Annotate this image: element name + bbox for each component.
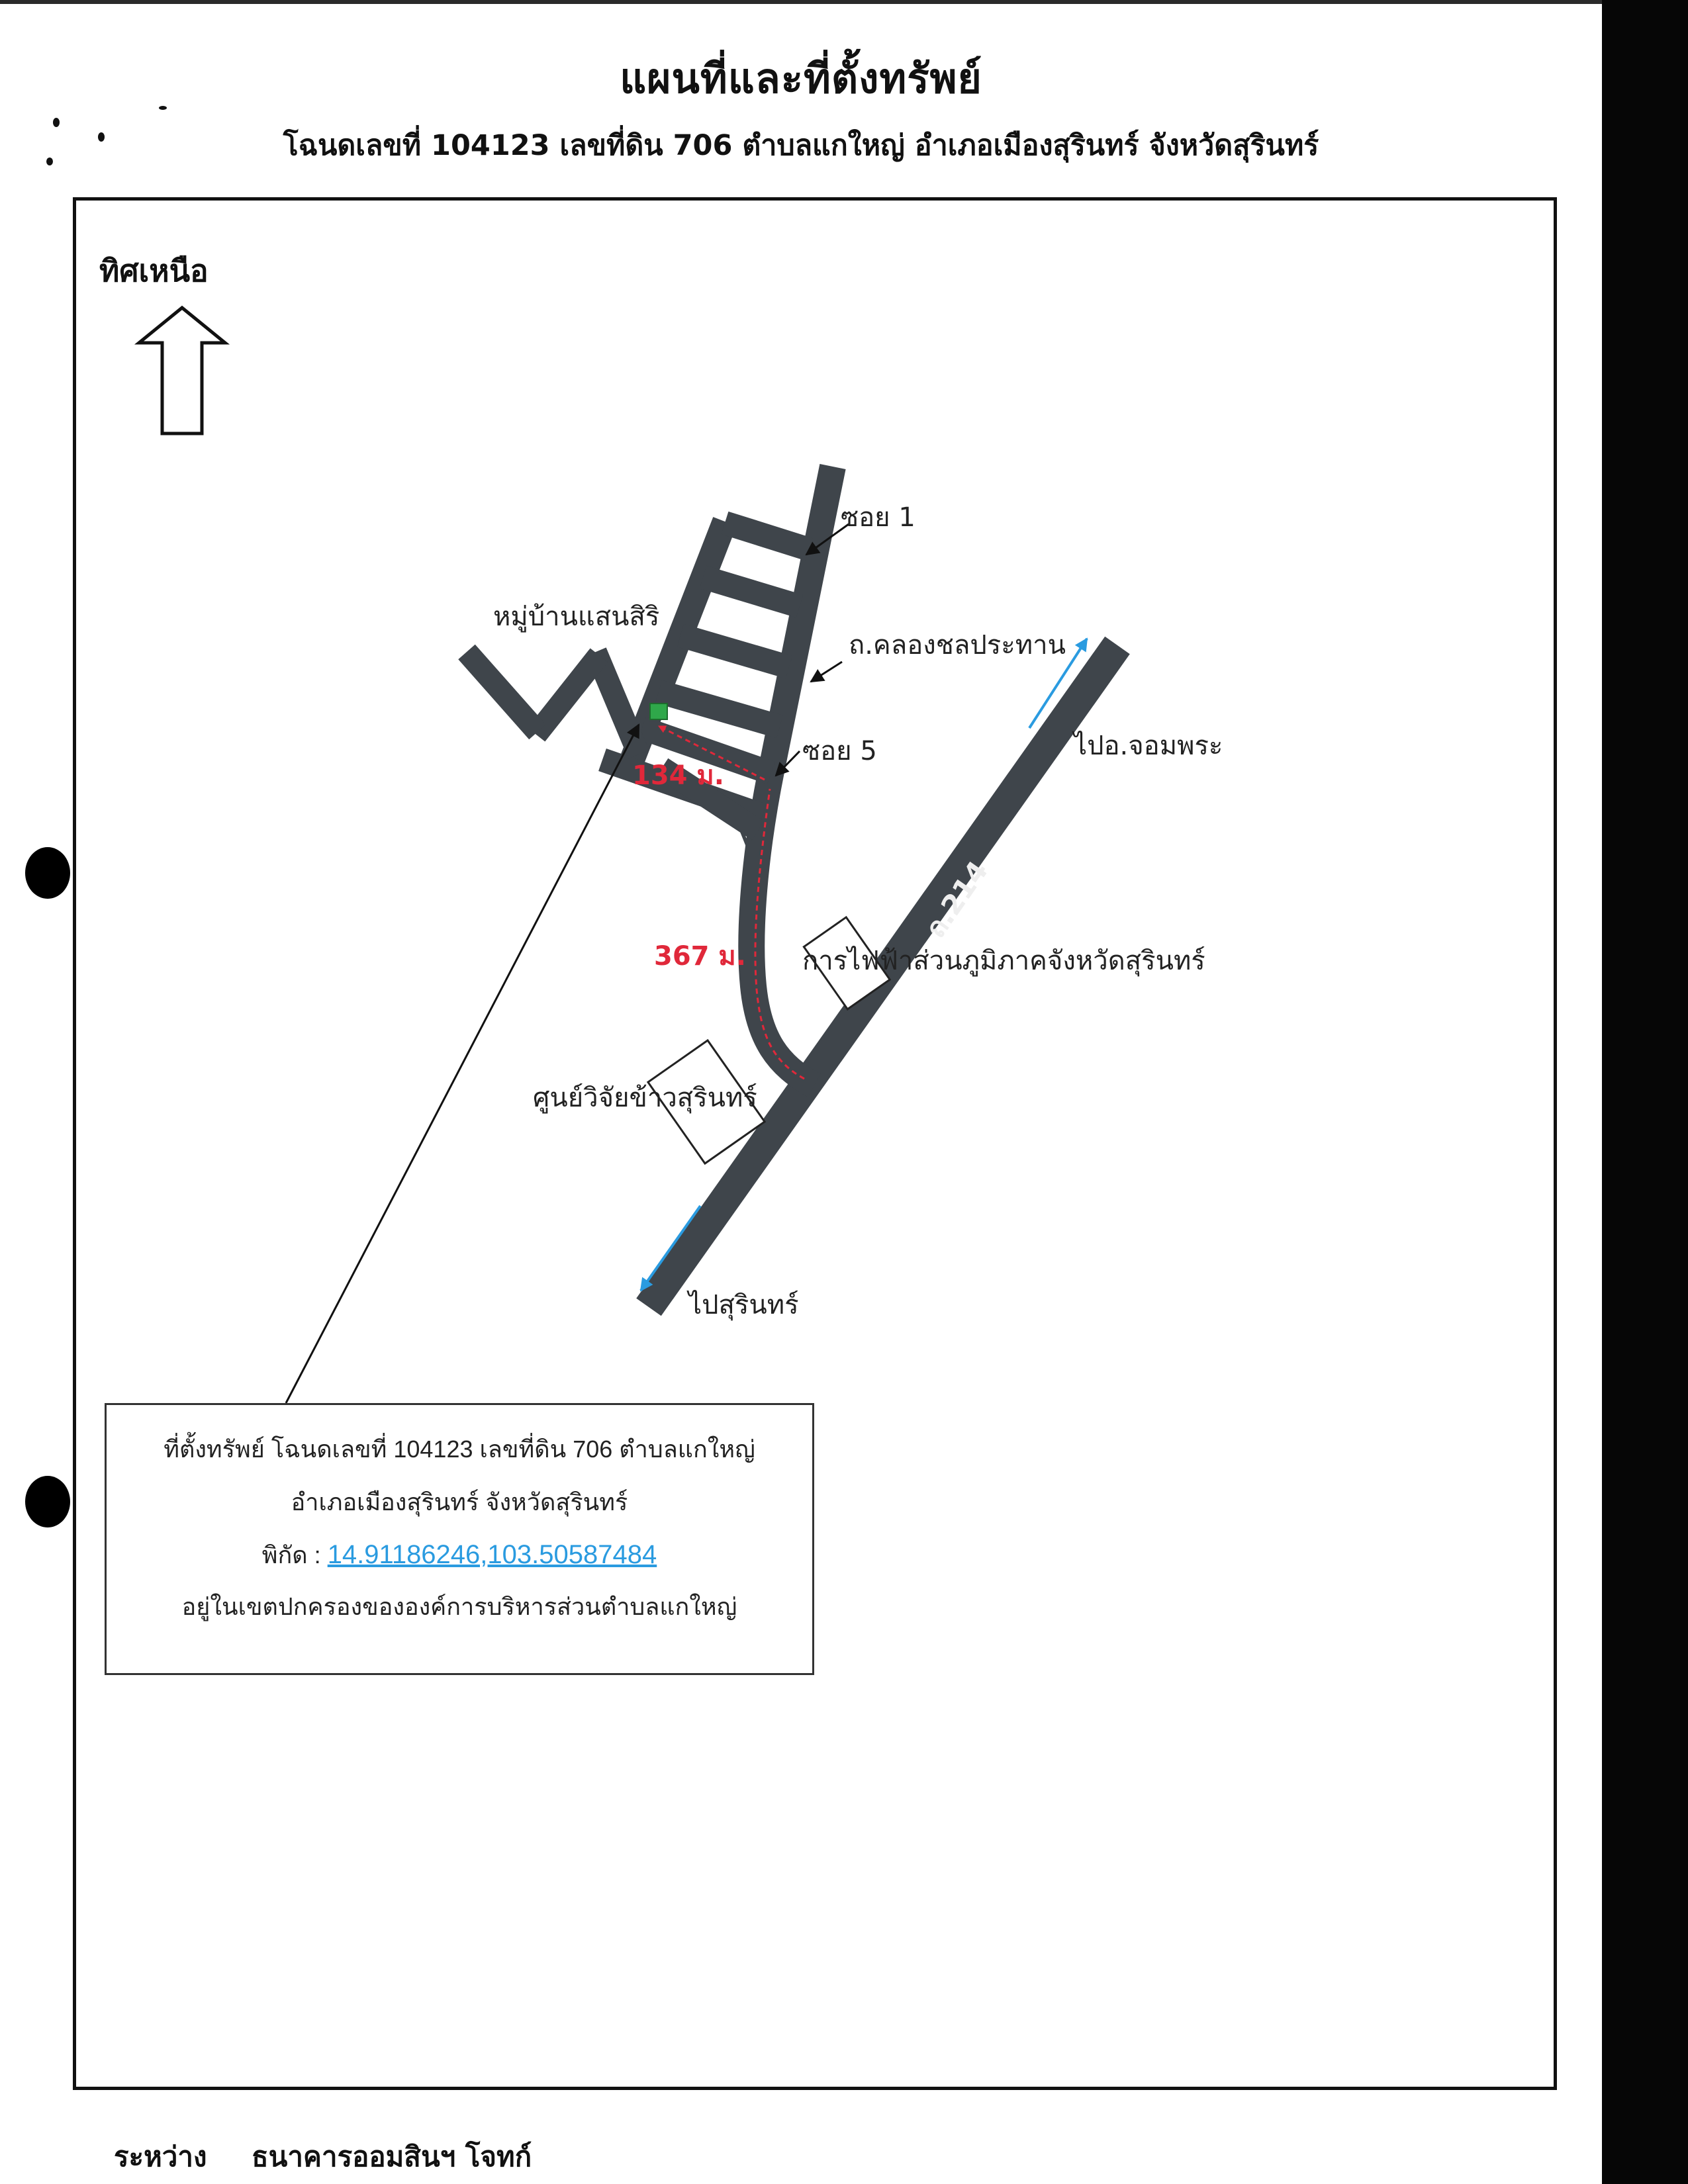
page-title: แผนที่และที่ตั้งทรัพย์ (620, 54, 982, 103)
info-district-line: อำเภอเมืองสุรินทร์ จังหวัดสุรินทร์ (291, 1488, 628, 1516)
scan-speck (53, 118, 60, 127)
soi-5-road (638, 717, 775, 784)
coordinate-label: พิกัด : (261, 1541, 328, 1569)
village-west-road (458, 644, 546, 740)
label-to-surin: ไปสุรินทร์ (686, 1290, 799, 1321)
soi-1-pointer (805, 523, 849, 556)
village-street (721, 511, 813, 561)
distance-short: 134 ม. (632, 760, 724, 791)
label-pea-office: การไฟฟ้าส่วนภูมิภาคจังหวัดสุรินทร์ (802, 946, 1205, 977)
village-bottom-road (655, 758, 765, 841)
village-street (699, 565, 804, 618)
pea-office-building (802, 915, 892, 1011)
village-street (655, 680, 784, 739)
direction-arrow-surin-icon (639, 1205, 702, 1292)
canal-road-pointer (810, 660, 843, 683)
scan-top-edge (0, 0, 1602, 4)
route-short (657, 725, 765, 781)
location-map: ทิศเหนือ ซอย 1 ซอย 5 หมู่บ้านแสนสิริ ถ.ค… (99, 253, 1223, 1404)
scan-speck (98, 132, 105, 142)
info-deed-line: ที่ตั้งทรัพย์ โฉนดเลขที่ 104123 เลขที่ดิ… (164, 1435, 755, 1463)
north-label: ทิศเหนือ (99, 253, 209, 289)
coordinate-link[interactable]: 14.91186246,103.50587484 (327, 1540, 657, 1569)
scan-speck (46, 158, 53, 165)
village-west-road (527, 648, 608, 742)
property-info-box: ที่ตั้งทรัพย์ โฉนดเลขที่ 104123 เลขที่ดิ… (105, 1403, 814, 1675)
scan-border-bar (1602, 0, 1688, 2184)
label-rice-research-center: ศูนย์วิจัยข้าวสุรินทร์ (533, 1083, 757, 1114)
soi-5-pointer (774, 750, 801, 777)
village-street (677, 623, 793, 679)
label-soi-5: ซอย 5 (802, 736, 877, 766)
label-to-chom-phra: ไปอ.จอมพระ (1072, 731, 1223, 761)
rice-research-center-building (646, 1038, 767, 1165)
map-frame (73, 197, 1557, 2090)
label-village: หมู่บ้านแสนสิริ (493, 602, 659, 632)
page-subtitle: โฉนดเลขที่ 104123 เลขที่ดิน 706 ตำบลแกให… (283, 129, 1319, 162)
info-jurisdiction-line: อยู่ในเขตปกครองขององค์การบริหารส่วนตำบลแ… (181, 1593, 737, 1620)
route-long (754, 788, 805, 1080)
footer-label: ระหว่าง (114, 2140, 207, 2173)
distance-long: 367 ม. (654, 941, 746, 972)
label-soi-1: ซอย 1 (841, 502, 915, 533)
property-callout-line (285, 723, 640, 1404)
punch-hole (25, 1476, 70, 1527)
direction-arrow-chom-phra-icon (1028, 637, 1088, 729)
scan-speck (159, 106, 167, 110)
footer-parties: ธนาคารออมสินฯ โจทก์ (252, 2140, 532, 2173)
label-canal-road: ถ.คลองชลประทาน (849, 630, 1066, 660)
info-coordinate-line: พิกัด : 14.91186246,103.50587484 (107, 1536, 812, 1574)
punch-hole (25, 847, 70, 899)
property-parcel (649, 703, 668, 720)
north-arrow-icon (134, 305, 230, 435)
